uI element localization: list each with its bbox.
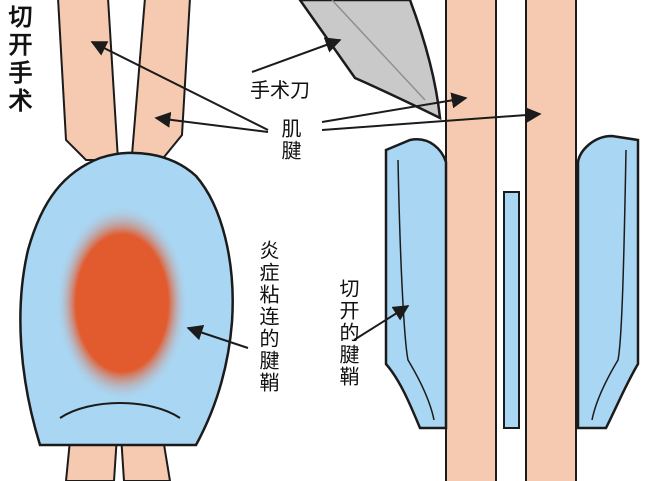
scalpel-label: 手术刀 [250,78,310,102]
scalpel-icon [298,0,442,121]
cut-sheath-right [576,134,640,430]
inflammation-area [56,205,188,401]
left-tendon-upper [57,0,191,164]
pointer-arrows [90,37,542,349]
inflamed-sheath-label: 炎症粘连的腱鞘 [256,240,280,394]
right-tendon-right [525,0,577,481]
inflamed-sheath [19,151,234,447]
cut-sheath-middle [503,191,520,429]
procedure-title: 切开手术 [4,4,32,116]
tendon-label: 肌腱 [278,118,302,162]
right-tendon-left [445,0,497,481]
cut-sheath-left [384,138,448,430]
cut-sheath-label: 切开的腱鞘 [336,278,360,388]
